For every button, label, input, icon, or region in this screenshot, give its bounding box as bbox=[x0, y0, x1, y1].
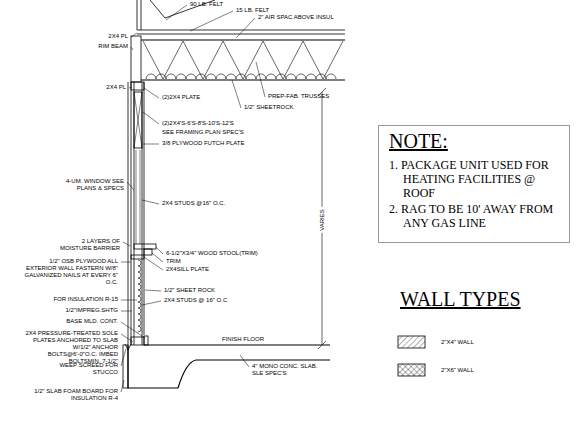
callout-label: 2X4 PL bbox=[106, 84, 126, 91]
leader-line bbox=[121, 380, 124, 392]
truss-chord bbox=[141, 40, 345, 80]
callout-label: 2X4 STUDS @16" O.C. bbox=[162, 200, 225, 207]
roof-felt bbox=[137, 30, 345, 34]
leader-line bbox=[142, 301, 161, 305]
base-molding bbox=[144, 336, 148, 345]
wall-layers bbox=[128, 82, 144, 345]
callout-label: SEE FRAMING PLAN SPEC'S bbox=[162, 129, 244, 136]
leader-line bbox=[143, 144, 159, 145]
callout-label: 3/8 PLYWOOD FUTCH PLATE bbox=[162, 140, 244, 147]
callout-label: FINISH FLOOR bbox=[222, 336, 264, 343]
leader-line bbox=[256, 62, 265, 97]
leader-line bbox=[166, 5, 187, 20]
leader-line bbox=[144, 88, 159, 98]
legend-swatch bbox=[397, 335, 427, 349]
leader-line bbox=[131, 47, 133, 50]
dimension-line bbox=[318, 88, 326, 349]
leader-line bbox=[127, 182, 134, 190]
legend-text: 2"X6" WALL bbox=[441, 367, 474, 373]
leader-line bbox=[131, 33, 137, 37]
leader-line bbox=[121, 311, 132, 312]
callout-label: 15 LB. FELT bbox=[236, 7, 269, 14]
truss-web bbox=[143, 41, 343, 79]
note-text: 1. PACKAGE UNIT USED FOR HEATING FACILIT… bbox=[389, 159, 561, 200]
callout-label: 2 LAYERS OF MOISTURE BARRIER bbox=[60, 238, 120, 252]
top-plate bbox=[131, 82, 144, 90]
callout-label: RIM BEAM bbox=[98, 43, 128, 50]
callout-label: WEEP SCREED FOR STUCCO bbox=[48, 362, 118, 376]
callout-label: 1/2" SHEETROCK bbox=[244, 104, 293, 111]
callout-label: 2X4 STUDS @ 16" O.C bbox=[164, 297, 227, 304]
callout-label: FOR INSULATION R-15 bbox=[53, 296, 118, 303]
section-heading: WALL TYPES bbox=[400, 288, 521, 310]
callout-label: PREP-FAB. TRUSSES bbox=[268, 93, 329, 100]
window bbox=[136, 150, 140, 244]
header bbox=[134, 92, 142, 148]
leaders bbox=[121, 5, 265, 392]
callout-label: (2)2X4'S-6'S-8'S-10'S-12'S bbox=[162, 120, 234, 127]
callout-label: 4" MONO CONC. SLAB. SLE SPEC'S bbox=[252, 363, 327, 377]
callout-label: 1/2"IMPREG.SHTG bbox=[66, 307, 118, 314]
callout-label: 2X4SILL PLATE bbox=[166, 266, 209, 273]
note-box: NOTE: 1. PACKAGE UNIT USED FOR HEATING FA… bbox=[378, 125, 570, 243]
leader-line bbox=[123, 242, 130, 246]
note-heading: NOTE: bbox=[389, 130, 561, 153]
callout-label: 2X4 PRESSURE-TREATED SOLE PLATES ANCHORE… bbox=[23, 330, 118, 364]
trim bbox=[144, 249, 152, 255]
leader-line bbox=[236, 18, 255, 38]
callout-label: TRIM bbox=[166, 258, 181, 265]
leader-line bbox=[121, 300, 137, 301]
legend-row: 2"X4" WALL bbox=[397, 335, 517, 349]
note-text: 2. RAG TO BE 10' AWAY FROM ANY GAS LINE bbox=[389, 203, 561, 231]
illustration bbox=[123, 0, 345, 388]
callout-label: 1/2" SLAB FOAM BOARD FOR INSULATION R-4 bbox=[28, 388, 118, 402]
slab bbox=[128, 345, 330, 388]
callout-label: 90 LB. FELT bbox=[190, 1, 223, 8]
leader-line bbox=[142, 200, 159, 204]
repeats bbox=[138, 41, 343, 332]
callout-label: 4-UM. WINDOW SEE PLANS & SPECS bbox=[64, 178, 124, 192]
callout-label: BASE MLD. CONT. bbox=[66, 318, 118, 325]
leader-line bbox=[143, 112, 159, 124]
callout-label: 6-1/2"X3/4" WOOD STOOL(TRIM) bbox=[166, 250, 258, 257]
leader-line bbox=[240, 355, 249, 367]
roof-insulation bbox=[146, 74, 336, 79]
callout-label: 1/2" OSB PLYWOOD ALL EXTERIOR WALL FASTE… bbox=[18, 258, 118, 286]
leader-line bbox=[121, 334, 133, 342]
leader-line bbox=[190, 11, 233, 31]
leader-line bbox=[121, 322, 145, 338]
leader-line bbox=[152, 253, 163, 262]
dimension-label: VARIES bbox=[319, 207, 326, 233]
leader-line bbox=[144, 257, 163, 270]
header-cross bbox=[134, 92, 142, 148]
leader-line bbox=[121, 349, 126, 366]
leader-line bbox=[145, 290, 161, 291]
legend-row: 2"X6" WALL bbox=[397, 363, 517, 377]
sill-plate bbox=[131, 255, 144, 259]
sole-plate bbox=[131, 337, 144, 345]
finish-floor bbox=[144, 344, 330, 345]
leader-line bbox=[232, 80, 241, 108]
wall-insulation bbox=[138, 260, 141, 332]
wood-stool bbox=[134, 244, 156, 249]
leader-line bbox=[156, 247, 163, 254]
callout-label: 2" AIR SPAC ABOVE INSUL bbox=[258, 14, 334, 21]
callout-label: 1/2" SHEET ROCK bbox=[164, 287, 215, 294]
leader-line bbox=[129, 87, 132, 88]
callout-label: 2X4 PL bbox=[108, 33, 128, 40]
legend-swatch bbox=[397, 363, 427, 377]
rim-beam bbox=[131, 36, 141, 82]
leader-line bbox=[121, 262, 131, 263]
legend-text: 2"X4" WALL bbox=[441, 339, 474, 345]
callout-label: (2)2X4 PLATE bbox=[162, 94, 200, 101]
